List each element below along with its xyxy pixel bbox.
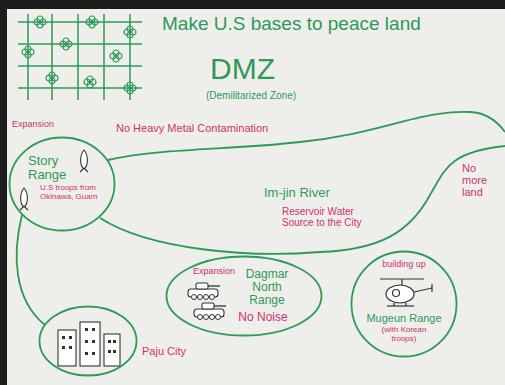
demand-note: No more land xyxy=(462,162,487,198)
area-outline xyxy=(40,307,137,376)
city-buildings xyxy=(58,322,120,366)
river-note: Reservoir Water Source to the City xyxy=(282,206,361,228)
area-outline-layer xyxy=(165,255,323,337)
poster-paper xyxy=(7,9,505,385)
area-outline xyxy=(10,138,115,231)
zone-subtitle: (Demilitarized Zone) xyxy=(206,90,296,101)
peace-grid xyxy=(18,14,142,100)
troops-note: U.S troops from Okinawa, Guam xyxy=(40,183,97,201)
window xyxy=(62,346,65,349)
demand-note: No Noise xyxy=(238,310,287,324)
clover xyxy=(124,82,136,94)
grid-line xyxy=(18,65,142,67)
window xyxy=(113,340,116,343)
building-windows xyxy=(62,328,116,355)
troops-note: (with Korean troops) xyxy=(382,325,427,343)
clover xyxy=(46,72,58,84)
area-outline xyxy=(352,252,457,357)
demand-note: No Heavy Metal Contamination xyxy=(116,122,268,134)
building xyxy=(80,322,100,366)
zone-name: DMZ xyxy=(210,52,275,85)
area-outline-layer xyxy=(38,305,138,377)
demand-note: Expansion xyxy=(193,266,235,276)
grid-line xyxy=(27,14,29,100)
river-bank xyxy=(108,112,505,160)
land-line xyxy=(17,215,45,325)
poster-title: Make U.S bases to peace land xyxy=(162,13,421,34)
grid-line xyxy=(18,21,142,23)
helicopter-tail-rotor xyxy=(431,284,432,292)
helicopter-body xyxy=(386,285,414,303)
window xyxy=(85,328,88,331)
clover xyxy=(86,16,98,28)
window xyxy=(108,340,111,343)
demand-note: Expansion xyxy=(12,119,54,129)
city-name: Paju City xyxy=(142,345,186,357)
clover xyxy=(124,26,136,38)
window xyxy=(92,340,95,343)
window xyxy=(69,336,72,339)
helicopter-tail xyxy=(414,288,432,292)
window xyxy=(92,352,95,355)
helicopter-skid xyxy=(387,305,414,306)
clover xyxy=(84,76,96,88)
grid-line xyxy=(103,14,105,100)
area-outline xyxy=(167,257,322,336)
clover xyxy=(34,16,46,28)
window xyxy=(108,350,111,353)
tank-symbol xyxy=(188,283,220,300)
range-area: building up Mugeun Range(with Korean troo… xyxy=(350,250,458,358)
helicopter-window xyxy=(393,290,400,297)
clover xyxy=(60,38,72,50)
river-bank xyxy=(100,146,505,254)
missile-symbol xyxy=(80,150,88,172)
window xyxy=(92,328,95,331)
building xyxy=(58,330,76,366)
range-area: ExpansionStory RangeU.S troops from Okin… xyxy=(8,136,116,232)
helicopter-symbol xyxy=(380,279,432,306)
window xyxy=(85,340,88,343)
window xyxy=(113,350,116,353)
range-area: Expansion Dagmar North Range No Noise xyxy=(165,255,323,337)
building xyxy=(104,334,120,366)
range-name: Dagmar North Range xyxy=(246,267,289,307)
clover xyxy=(22,46,34,58)
river-name: Im-jin River xyxy=(264,185,330,200)
window xyxy=(62,336,65,339)
window xyxy=(85,352,88,355)
range-name: Mugeun Range xyxy=(366,312,441,324)
grid-line xyxy=(18,43,142,45)
missile-symbol xyxy=(20,188,28,210)
grid-line xyxy=(51,14,53,100)
window xyxy=(69,346,72,349)
clover xyxy=(110,50,122,62)
city-area: Paju City xyxy=(38,305,138,377)
grid-line xyxy=(77,14,79,100)
helicopter-mast xyxy=(401,279,402,285)
range-name: Story Range xyxy=(28,153,66,182)
tank-symbol xyxy=(194,303,226,320)
demand-note: building up xyxy=(382,259,426,269)
